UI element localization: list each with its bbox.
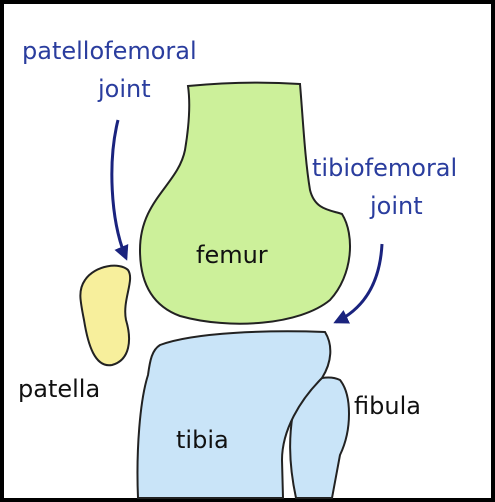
- femur-label: femur: [196, 241, 268, 269]
- tibiofemoral-label-line2: joint: [369, 192, 423, 220]
- patellofemoral-arrow: [112, 120, 126, 258]
- patella-label: patella: [18, 375, 100, 403]
- patellofemoral-label-line1: patellofemoral: [22, 37, 197, 65]
- tibia-label: tibia: [176, 426, 229, 454]
- patellofemoral-label-line2: joint: [97, 75, 151, 103]
- femur-shape: [140, 83, 350, 324]
- patella-shape: [80, 266, 130, 366]
- tibiofemoral-label-line1: tibiofemoral: [312, 154, 457, 182]
- fibula-label: fibula: [354, 392, 421, 420]
